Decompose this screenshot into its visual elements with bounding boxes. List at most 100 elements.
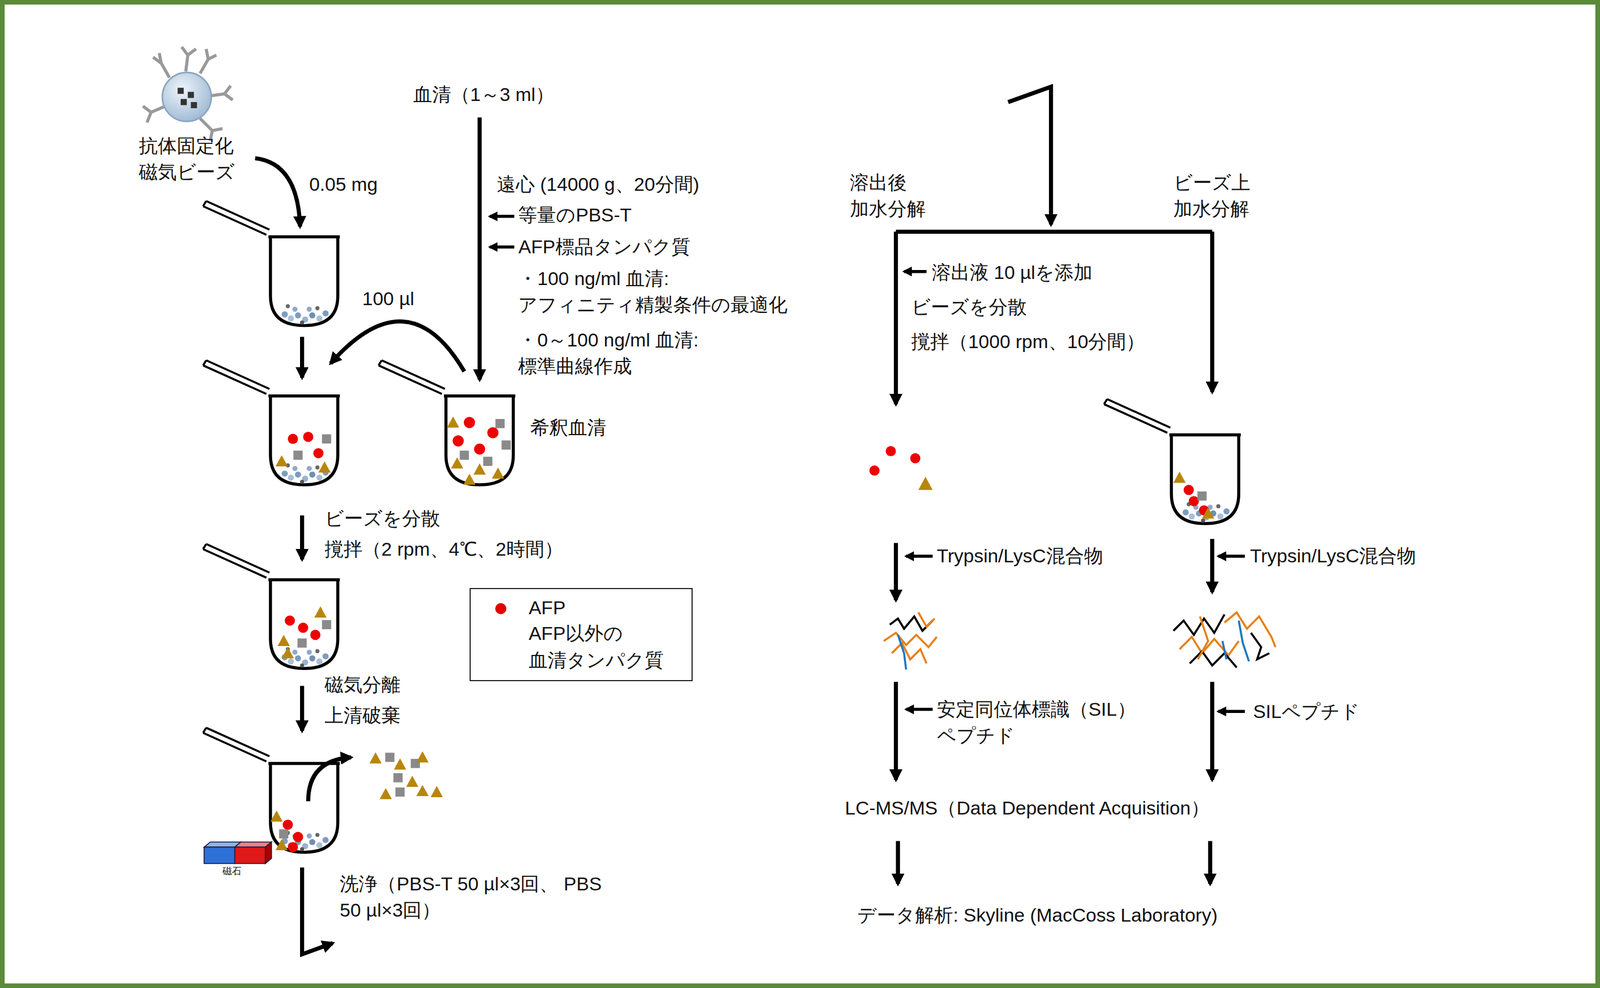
text-label: 遠心 (14000 g、20分間) — [496, 171, 700, 198]
tube-on-bead — [1104, 398, 1241, 524]
eluted-afp-part — [910, 452, 921, 463]
text-label: ・100 ng/ml 血清: アフィニティ精製条件の最適化 — [518, 265, 820, 319]
tube-2-part — [202, 360, 340, 485]
text-label: ビーズ上 加水分解 — [1173, 169, 1263, 223]
tube-4-part — [275, 838, 288, 850]
tube-3-part — [281, 646, 294, 659]
legend-box: AFPAFP以外の 血清タンパク質 — [469, 587, 693, 681]
tube-diluted-serum-part — [463, 473, 476, 485]
peptides-part — [1222, 640, 1227, 660]
eluted-afp-part — [918, 476, 934, 490]
flow-arrows-part — [1218, 709, 1246, 713]
text-label: AFP標品タンパク質 — [518, 233, 690, 261]
tube-3-part — [297, 622, 308, 633]
bead-icon-part-part — [142, 105, 166, 123]
flow-arrows-part — [893, 231, 898, 404]
magnet-part — [265, 841, 272, 863]
magnet — [204, 841, 272, 863]
peptides-part — [918, 612, 935, 627]
text-label: Trypsin/LysC混合物 — [1249, 542, 1416, 570]
magnet-part — [204, 847, 235, 864]
text-label: 0.05 mg — [308, 171, 378, 198]
tube-2 — [202, 360, 340, 485]
text-label: 溶出後 加水分解 — [849, 169, 940, 223]
bead-icon-part — [162, 72, 212, 122]
tube-on-bead-part — [1201, 506, 1215, 519]
peptides-part — [1179, 636, 1239, 656]
tube-on-bead-part — [1173, 471, 1186, 483]
tube-2-part — [321, 433, 331, 443]
peptides-part — [1250, 632, 1270, 660]
tube-3-part — [281, 646, 329, 668]
text-label: SILペプチド — [1253, 698, 1360, 725]
eluted-afp-part — [869, 465, 880, 476]
bead-icon-part-part — [153, 52, 170, 78]
tube-3-part — [314, 606, 327, 618]
tube-4-part — [287, 841, 298, 852]
tube-1 — [202, 200, 340, 326]
flow-arrows-part — [255, 158, 301, 227]
discarded-proteins-part — [405, 775, 419, 787]
flow-arrows-part — [906, 554, 934, 558]
flow-arrows-part — [300, 685, 304, 731]
tube-diluted-serum-part — [495, 418, 505, 428]
text-label: 上清破棄 — [324, 702, 401, 729]
tube-2-part — [272, 426, 337, 484]
text-label: 抗体固定化 磁気ビーズ — [138, 132, 251, 186]
tube-diluted-serum-part — [452, 434, 464, 447]
flow-arrows — [255, 86, 1246, 955]
tube-on-bead-part — [1182, 501, 1230, 523]
tube-2-part — [293, 450, 303, 460]
peptides-part — [1173, 614, 1225, 635]
bead-icon-part — [142, 46, 233, 141]
tube-4-part — [282, 819, 293, 830]
flow-arrows-part — [906, 707, 934, 711]
peptides-part — [1224, 612, 1276, 647]
text-label: ・0～100 ng/ml 血清: 標準曲線作成 — [518, 326, 758, 380]
eluted-afp-part — [885, 446, 896, 457]
tube-4 — [202, 727, 340, 852]
text-label: 100 µl — [362, 285, 415, 313]
discarded-proteins-part — [379, 787, 393, 799]
peptides-part — [883, 632, 937, 647]
flow-arrows-part — [1210, 231, 1215, 392]
tube-diluted-serum — [378, 360, 516, 485]
flow-arrows-part — [1008, 86, 1052, 225]
text-label: LC-MS/MS（Data Dependent Acquisition） — [844, 794, 1210, 822]
bead-icon-part-part — [190, 102, 197, 109]
discarded-proteins-part — [369, 751, 382, 763]
tube-2-part — [287, 433, 298, 444]
text-label: 安定同位体標識（SIL） ペプチド — [936, 695, 1149, 749]
text-label: 磁石 — [222, 866, 242, 877]
tube-3-part — [321, 619, 331, 629]
flow-arrows-part — [308, 757, 352, 802]
tube-2-part — [275, 455, 288, 467]
peptides-part — [1189, 650, 1237, 667]
discarded-proteins-part — [393, 772, 403, 782]
text-label: データ解析: Skyline (MacCoss Laboratory) — [857, 901, 1218, 929]
flow-arrows-part — [895, 229, 1212, 234]
tube-diluted-serum-part — [378, 360, 516, 485]
tube-diluted-serum-part — [487, 427, 499, 439]
tube-4-part — [279, 829, 289, 839]
bead-icon-part — [177, 87, 197, 109]
magnet-part — [234, 847, 266, 864]
peptides-part — [897, 634, 907, 670]
tube-diluted-serum-part — [459, 450, 469, 460]
flow-arrows-part — [489, 214, 515, 218]
flow-arrows-part — [893, 681, 898, 780]
tube-3-part — [284, 615, 296, 626]
text-label: 等量のPBS-T — [518, 201, 632, 229]
bead-icon-part-part — [187, 92, 195, 99]
discarded-proteins-part — [430, 785, 443, 797]
peptides-part — [890, 616, 934, 631]
tube-3-part — [277, 634, 290, 646]
flow-arrows-part — [1210, 538, 1215, 592]
discarded-proteins — [369, 751, 443, 800]
tube-diluted-serum-part — [474, 443, 486, 455]
tube-3-part — [297, 637, 307, 647]
flow-arrows-part — [904, 269, 927, 273]
flow-arrows-part — [1210, 681, 1215, 780]
peptides-part — [1197, 616, 1208, 660]
